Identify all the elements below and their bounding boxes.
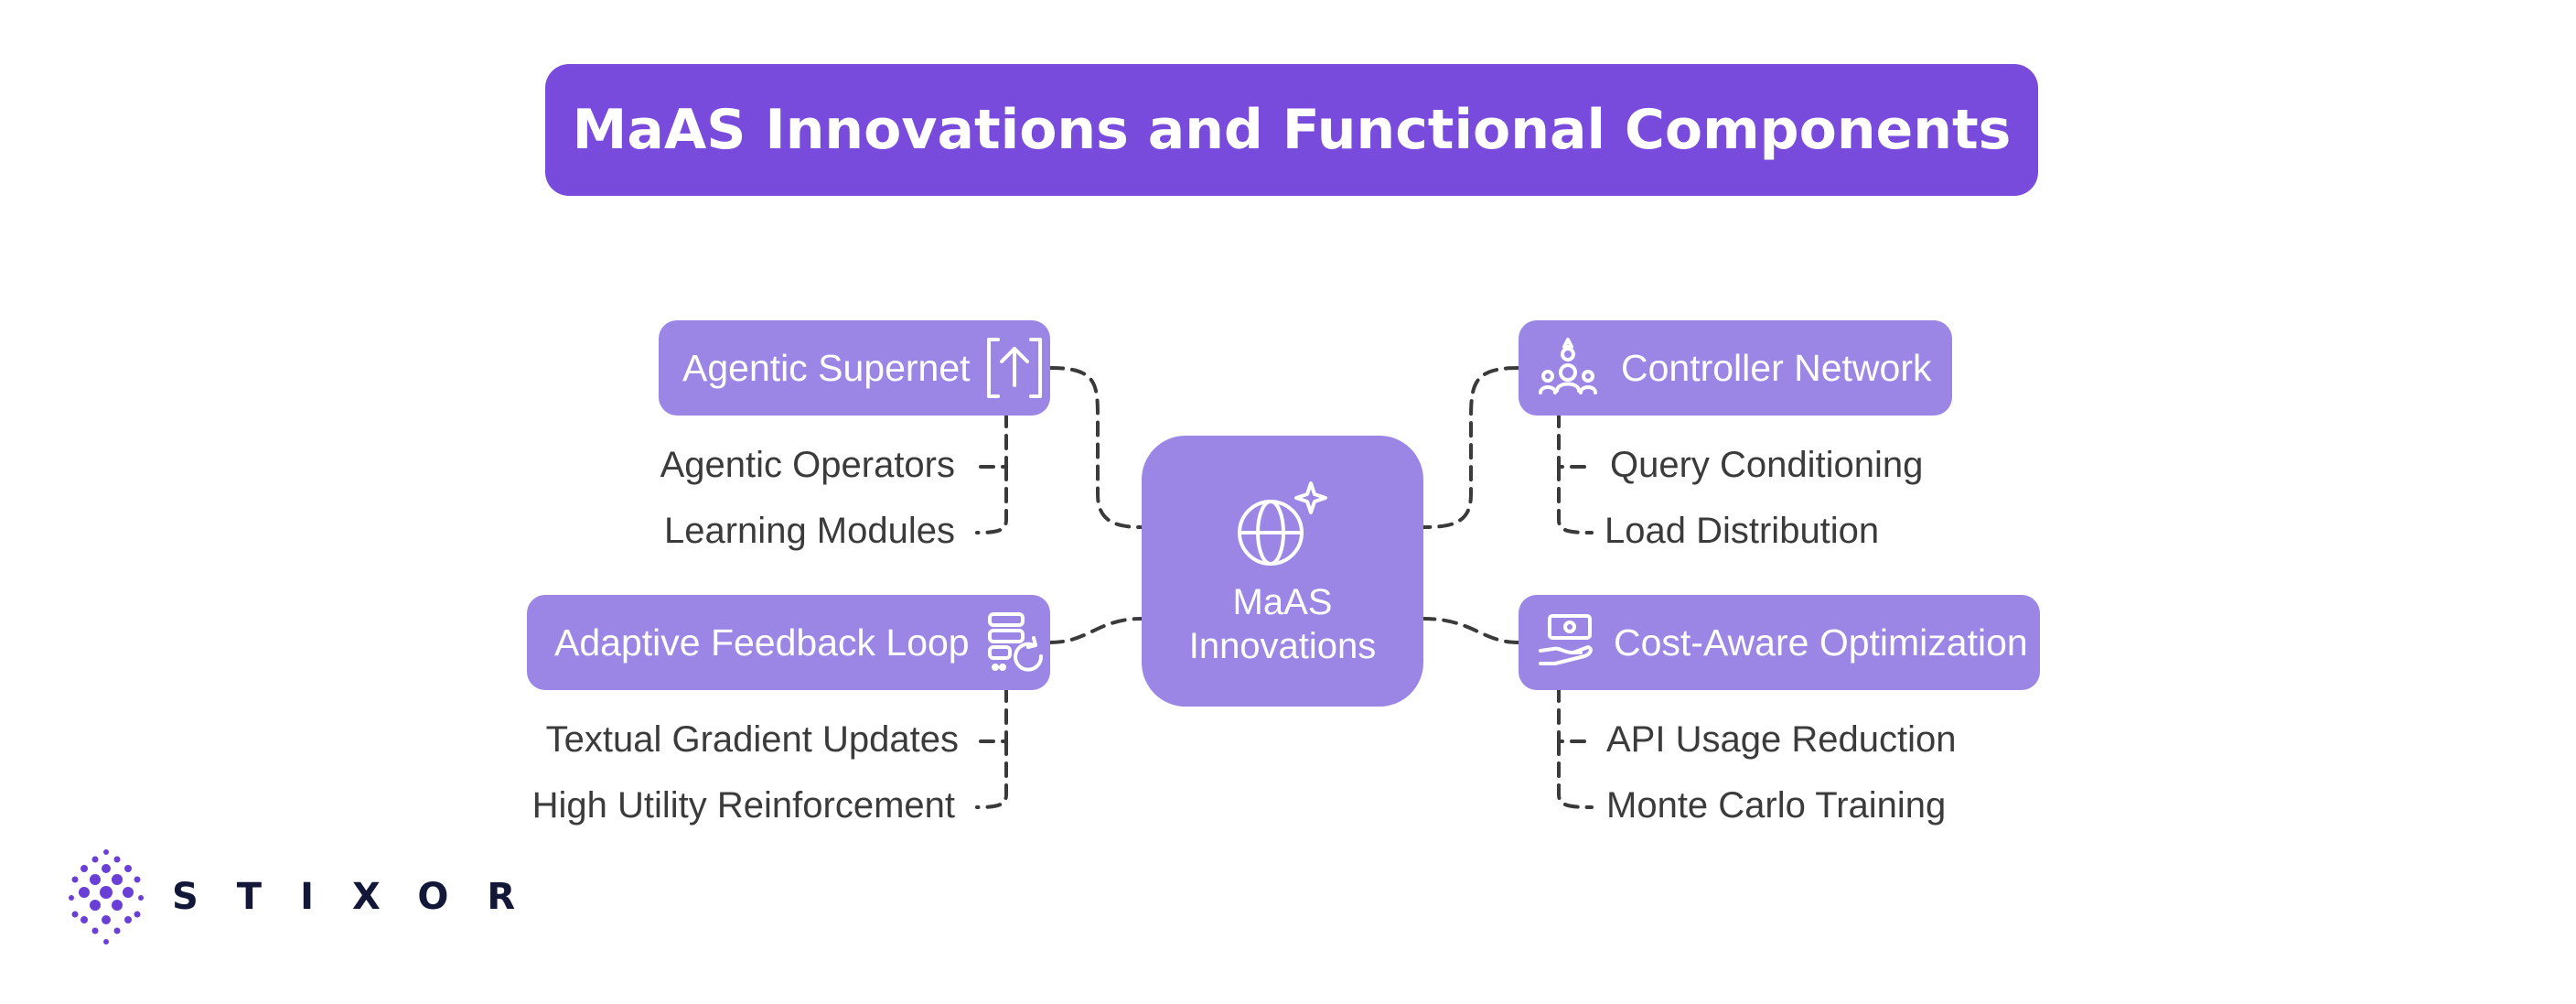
node-controller-network: Controller Network [1519, 320, 1952, 416]
sub-item-agentic-operators: Agentic Operators [660, 445, 955, 485]
network-people-icon [1539, 336, 1597, 400]
diagram-title: MaAS Innovations and Functional Componen… [572, 98, 2012, 162]
node-adaptive-feedback-loop: Adaptive Feedback Loop [527, 595, 1050, 690]
sub-item-high-utility-reinforcement: High Utility Reinforcement [531, 785, 955, 826]
sub-item-textual-gradient-updates: Textual Gradient Updates [545, 719, 959, 760]
hand-money-icon [1537, 612, 1597, 673]
connector-top-left [1048, 366, 1143, 529]
title-banner: MaAS Innovations and Functional Componen… [545, 64, 2038, 196]
sub-item-api-usage-reduction: API Usage Reduction [1606, 719, 1957, 760]
sub-item-monte-carlo-training: Monte Carlo Training [1606, 785, 1947, 826]
node-agentic-supernet: Agentic Supernet [659, 320, 1050, 416]
connector-bl-child-2 [975, 740, 1008, 809]
node-cost-aware-optimization: Cost-Aware Optimization [1519, 595, 2040, 690]
sub-item-learning-modules: Learning Modules [664, 511, 955, 551]
center-node: MaAS Innovations [1142, 436, 1423, 707]
connector-top-right [1422, 366, 1520, 529]
globe-sparkle-icon [1232, 480, 1333, 571]
sub-item-load-distribution: Load Distribution [1605, 511, 1880, 551]
connector-bl-child-1 [975, 686, 1008, 743]
logo-wordmark: STIXOR [172, 876, 554, 918]
list-refresh-icon [986, 610, 1046, 675]
connector-bottom-right [1422, 617, 1520, 644]
node-label: Agentic Supernet [682, 346, 971, 389]
connector-br-child-1 [1557, 686, 1594, 743]
connector-tr-child-1 [1557, 412, 1594, 469]
connector-tl-child-2 [975, 465, 1008, 534]
upload-arrow-icon [985, 336, 1044, 400]
stixor-logo: STIXOR [68, 842, 553, 952]
connector-tr-child-2 [1557, 465, 1594, 534]
center-label-line2: Innovations [1188, 626, 1377, 666]
connector-br-child-2 [1557, 740, 1594, 809]
connector-tl-child-1 [975, 412, 1008, 469]
connector-bottom-left [1048, 617, 1143, 644]
node-label: Cost-Aware Optimization [1614, 621, 2028, 664]
hexagon-dots-logo-icon [68, 847, 145, 947]
sub-item-query-conditioning: Query Conditioning [1610, 445, 1924, 485]
node-label: Controller Network [1621, 346, 1932, 389]
center-label-line1: MaAS [1232, 582, 1333, 622]
node-label: Adaptive Feedback Loop [554, 621, 970, 664]
